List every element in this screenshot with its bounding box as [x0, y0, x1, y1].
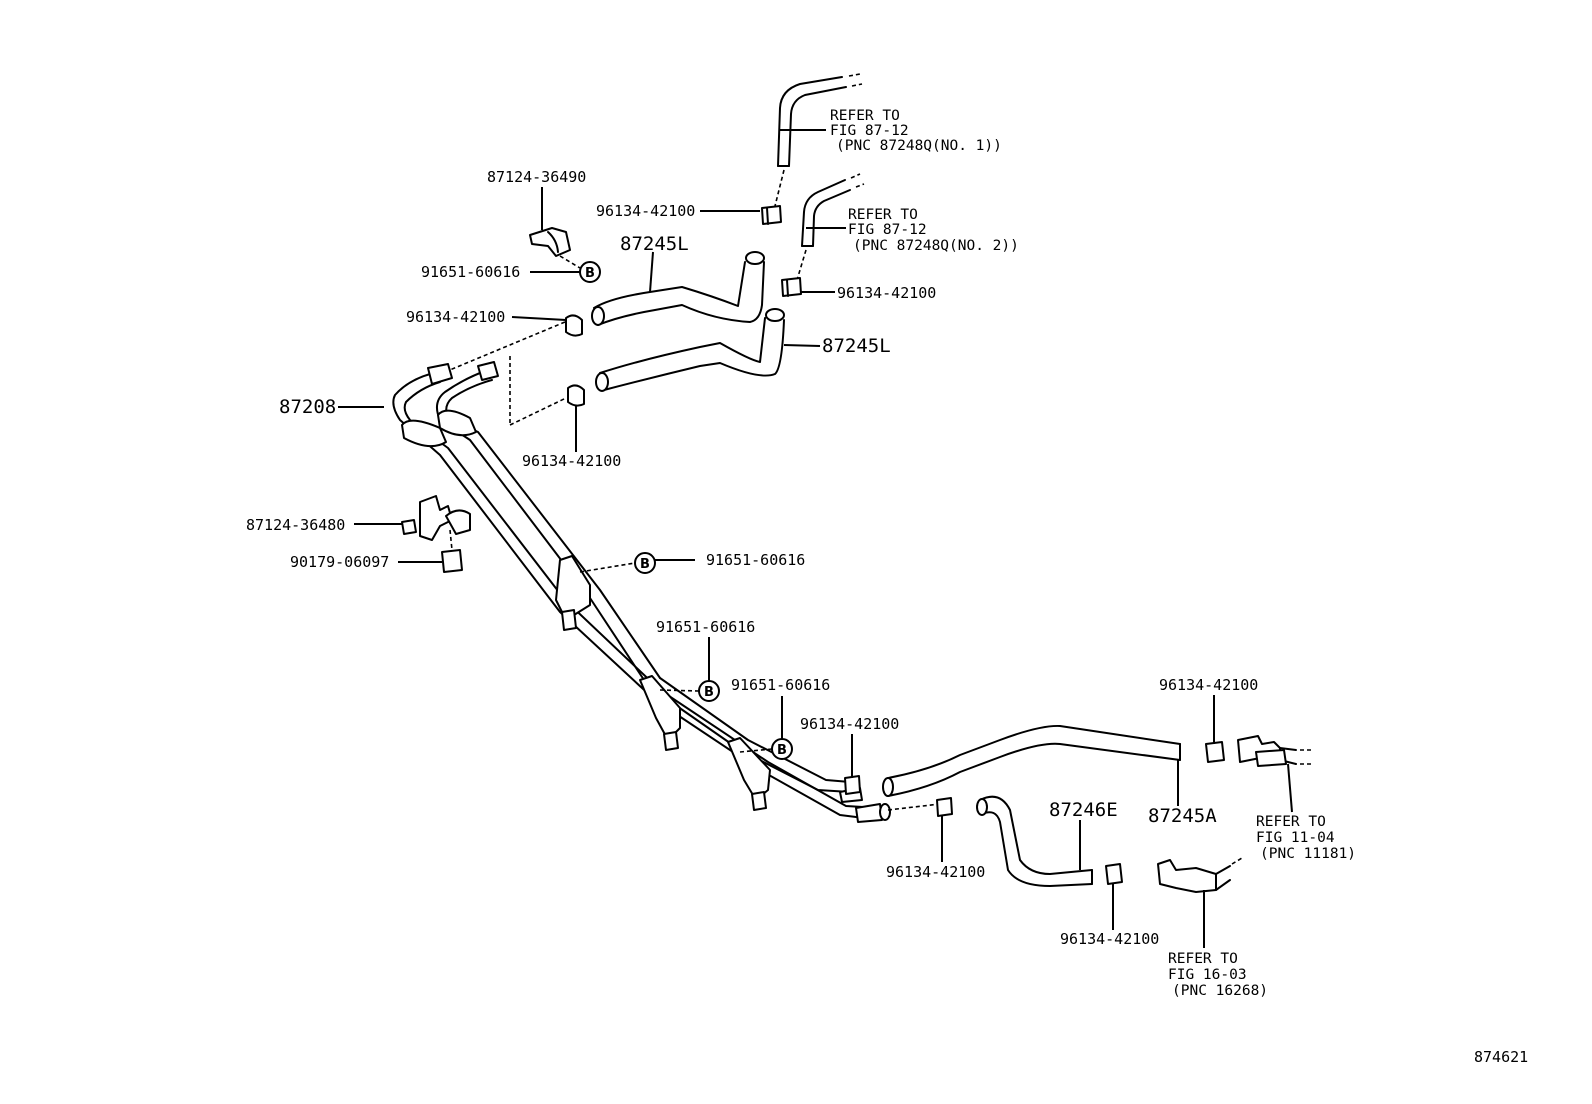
svg-text:(PNC 87248Q(NO. 2)): (PNC 87248Q(NO. 2)) [853, 238, 1019, 254]
b-marker-bolt-mid: B [634, 552, 656, 574]
fitting-lower-icon [1157, 857, 1243, 893]
label-87245l-upper: 87245L [620, 233, 689, 255]
svg-text:FIG 87-12: FIG 87-12 [848, 222, 927, 238]
b-marker-bolt-top: B [579, 261, 601, 283]
pipe-clip-icon [639, 675, 681, 751]
clamp-icon [936, 797, 953, 817]
hose-87245l-lower [595, 308, 785, 392]
label-87245a: 87245A [1148, 805, 1217, 827]
label-96134-42100-b: 96134-42100 [406, 308, 505, 326]
label-87246e: 87246E [1049, 799, 1118, 821]
label-96134-42100-h: 96134-42100 [1060, 930, 1159, 948]
ref-hose-no1 [773, 73, 863, 211]
svg-text:(PNC 87248Q(NO. 1)): (PNC 87248Q(NO. 1)) [836, 138, 1002, 154]
b-marker-bolt-low2: B [771, 738, 793, 760]
label-96134-42100-e: 96134-42100 [800, 715, 899, 733]
label-87245l-lower: 87245L [822, 335, 891, 357]
label-96134-42100-f: 96134-42100 [886, 863, 985, 881]
label-91651-60616-low2: 91651-60616 [731, 676, 830, 694]
hose-87245l-upper [591, 251, 765, 326]
label-91651-60616-low1: 91651-60616 [656, 618, 755, 636]
label-96134-42100-c: 96134-42100 [837, 284, 936, 302]
svg-text:FIG 87-12: FIG 87-12 [830, 123, 909, 139]
main-pipe-87208 [392, 361, 891, 823]
fitting-upper-icon [1237, 735, 1312, 767]
clamp-icon [565, 314, 583, 337]
label-90179-06097: 90179-06097 [290, 553, 389, 571]
clamp-icon [1205, 741, 1225, 763]
bracket-top-icon [529, 227, 581, 269]
ref-note-3: REFER TO FIG 11-04 (PNC 11181) [1256, 814, 1356, 862]
svg-text:(PNC 11181): (PNC 11181) [1260, 846, 1356, 862]
svg-text:REFER TO: REFER TO [830, 108, 900, 124]
svg-text:FIG 11-04: FIG 11-04 [1256, 830, 1335, 846]
hose-87245a [882, 724, 1181, 797]
pipe-clip-icon [727, 737, 771, 811]
label-91651-60616-top: 91651-60616 [421, 263, 520, 281]
svg-text:REFER TO: REFER TO [1256, 814, 1326, 830]
svg-text:REFER TO: REFER TO [848, 207, 918, 223]
label-87208: 87208 [279, 396, 336, 418]
svg-text:B: B [585, 266, 595, 281]
hose-87246e [976, 795, 1093, 887]
ref-note-4: REFER TO FIG 16-03 (PNC 16268) [1168, 951, 1268, 999]
clamp-icon [781, 277, 802, 297]
clamp-icon [567, 384, 585, 407]
label-96134-42100-d: 96134-42100 [522, 452, 621, 470]
svg-text:REFER TO: REFER TO [1168, 951, 1238, 967]
ref-note-2: REFER TO FIG 87-12 (PNC 87248Q(NO. 2)) [848, 207, 1019, 254]
label-91651-60616-mid: 91651-60616 [706, 551, 805, 569]
label-87124-36490: 87124-36490 [487, 168, 586, 186]
b-marker-bolt-low1: B [698, 680, 720, 702]
clamp-icon [761, 205, 782, 225]
svg-text:B: B [704, 685, 714, 700]
svg-text:B: B [640, 557, 650, 572]
clamp-icon [1105, 863, 1123, 885]
label-96134-42100-g: 96134-42100 [1159, 676, 1258, 694]
diagram-code: 874621 [1474, 1048, 1528, 1066]
clamp-icon [844, 775, 861, 795]
label-87124-36480: 87124-36480 [246, 516, 345, 534]
bracket-mid-icon [401, 495, 471, 541]
ref-note-1: REFER TO FIG 87-12 (PNC 87248Q(NO. 1)) [830, 108, 1002, 154]
ref-hose-no2 [796, 173, 865, 281]
nut-icon [441, 549, 463, 573]
label-96134-42100-a: 96134-42100 [596, 202, 695, 220]
svg-text:B: B [777, 743, 787, 758]
svg-text:FIG 16-03: FIG 16-03 [1168, 967, 1247, 983]
svg-text:(PNC 16268): (PNC 16268) [1172, 983, 1268, 999]
